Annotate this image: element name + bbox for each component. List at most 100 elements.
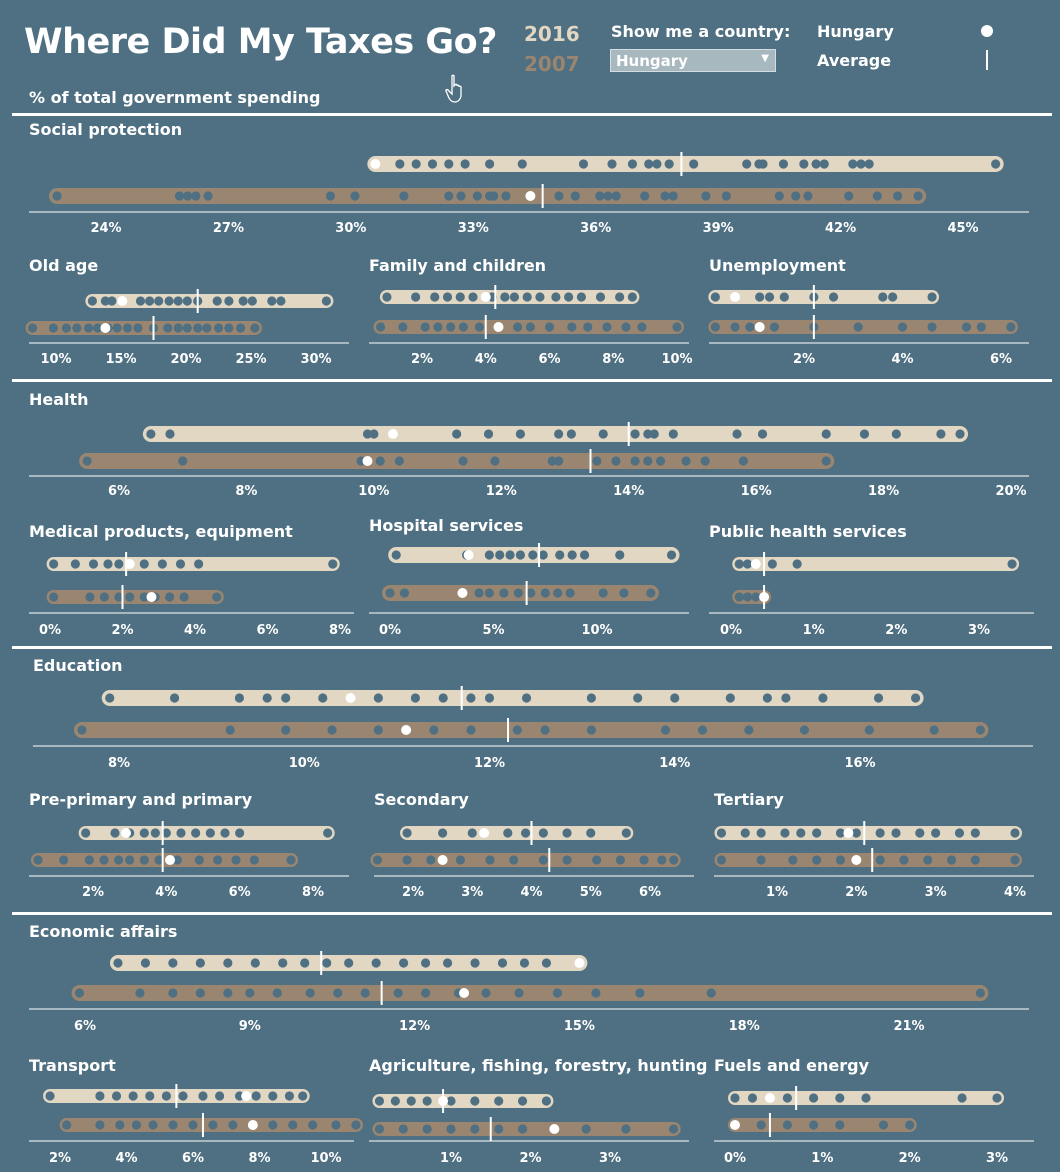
country-dot-2007 [489,191,499,201]
country-dot-2016 [716,828,727,838]
x-tick-label: 6% [256,623,278,638]
country-dot-2007 [373,725,383,735]
country-dot-2007 [225,725,235,735]
hungary-dot-2007 [759,592,770,602]
chart-pre-primary-and-primary: Pre-primary and primary 2%4%6%8% [29,790,349,905]
x-tick-label: 6% [639,885,661,900]
country-dot-2016 [630,429,640,439]
hungary-dot-2007 [437,855,448,865]
section-divider [12,379,1052,382]
country-dot-2016 [541,1096,551,1106]
x-tick-label: 10% [581,623,612,638]
country-dot-2016 [520,828,531,838]
country-dot-2007 [721,191,731,201]
country-dot-2016 [81,828,91,838]
chart-title: Hospital services [369,516,524,535]
country-dot-2007 [48,323,58,333]
x-tick-label: 16% [741,484,772,499]
country-dot-2016 [100,296,110,306]
country-dot-2007 [72,323,82,333]
country-dot-2007 [701,191,711,201]
x-tick-label: 12% [474,756,505,771]
x-tick-label: 6% [990,352,1012,367]
country-dot-2016 [276,296,286,306]
country-dot-2007 [62,1120,72,1130]
country-dot-2016 [494,1096,504,1106]
country-dot-2007 [168,1120,178,1130]
hungary-dot-2016 [764,1093,775,1103]
header: Where Did My Taxes Go? % of total govern… [0,0,1060,118]
country-dot-2007 [112,323,122,333]
country-dot-2007 [669,1124,679,1134]
country-dot-2016 [915,828,925,838]
country-dot-2007 [420,988,431,998]
country-dot-2007 [114,592,124,602]
country-dot-2007 [635,988,645,998]
country-dot-2007 [975,725,986,735]
country-select-label: Show me a country: [611,22,791,41]
chart-agriculture-fishing-forestry-hunting: Agriculture, fishing, forestry, hunting … [369,1056,708,1172]
year-2016-legend[interactable]: 2016 [524,22,580,46]
year-2007-legend[interactable]: 2007 [524,52,580,76]
country-dot-2016 [579,550,590,560]
country-dot-2007 [52,191,62,201]
hungary-dot-2007 [362,456,373,466]
country-dot-2007 [586,725,596,735]
country-dot-2007 [74,988,85,998]
country-dot-2007 [583,322,593,332]
country-dot-2007 [115,1120,125,1130]
country-dropdown[interactable]: Hungary ▼ [610,49,776,72]
country-dot-2007 [351,1120,361,1130]
hungary-dot-2016 [121,828,131,838]
country-dot-2016 [139,559,149,569]
country-dot-2007 [710,322,720,332]
x-tick-label: 8% [329,623,351,638]
country-dot-2007 [700,456,710,466]
x-tick-label: 30% [300,352,331,367]
country-dot-2007 [446,322,456,332]
hungary-dot-2007 [730,1120,740,1130]
country-dot-2016 [87,296,97,306]
country-dot-2016 [734,559,744,569]
country-dot-2016 [103,559,113,569]
country-dot-2007 [249,855,259,865]
chart-health: Health 6%8%10%12%14%16%18%20% [29,390,1029,510]
country-dot-2016 [812,828,822,838]
country-dot-2007 [174,191,185,201]
country-dot-2016 [267,296,277,306]
country-dot-2016 [262,693,272,703]
hungary-dot-2016 [117,296,128,306]
country-dot-2016 [627,292,637,302]
country-dot-2016 [220,828,230,838]
chart-svg: 24%27%30%33%36%39%42%45% [29,152,1029,236]
country-dot-2016 [500,292,510,302]
x-tick-label: 9% [239,1019,261,1034]
x-tick-label: 0% [724,1151,746,1166]
country-dot-2007 [212,592,222,602]
country-dot-2016 [444,159,454,169]
country-dot-2007 [188,1120,198,1130]
country-dot-2016 [70,559,80,569]
country-dot-2016 [369,429,379,439]
country-dot-2007 [621,322,631,332]
country-dot-2007 [183,191,193,201]
country-dot-2007 [540,588,550,598]
hungary-dot-2016 [370,159,381,169]
country-dot-2007 [929,725,939,735]
country-dot-2016 [430,292,440,302]
x-tick-label: 20% [170,352,201,367]
country-dot-2016 [891,828,901,838]
country-dot-2007 [809,1120,819,1130]
country-dot-2016 [541,958,552,968]
country-dot-2007 [554,191,564,201]
country-dot-2016 [395,159,405,169]
x-tick-label: 3% [968,623,990,638]
country-dot-2016 [135,296,146,306]
country-dot-2016 [145,296,155,306]
country-dot-2007 [131,1120,142,1130]
chart-svg: 0%1%2%3% [709,552,1034,638]
hungary-dot-2016 [345,693,356,703]
track-2016 [714,826,1022,840]
x-tick-label: 1% [440,1151,462,1166]
x-tick-label: 27% [213,221,244,236]
